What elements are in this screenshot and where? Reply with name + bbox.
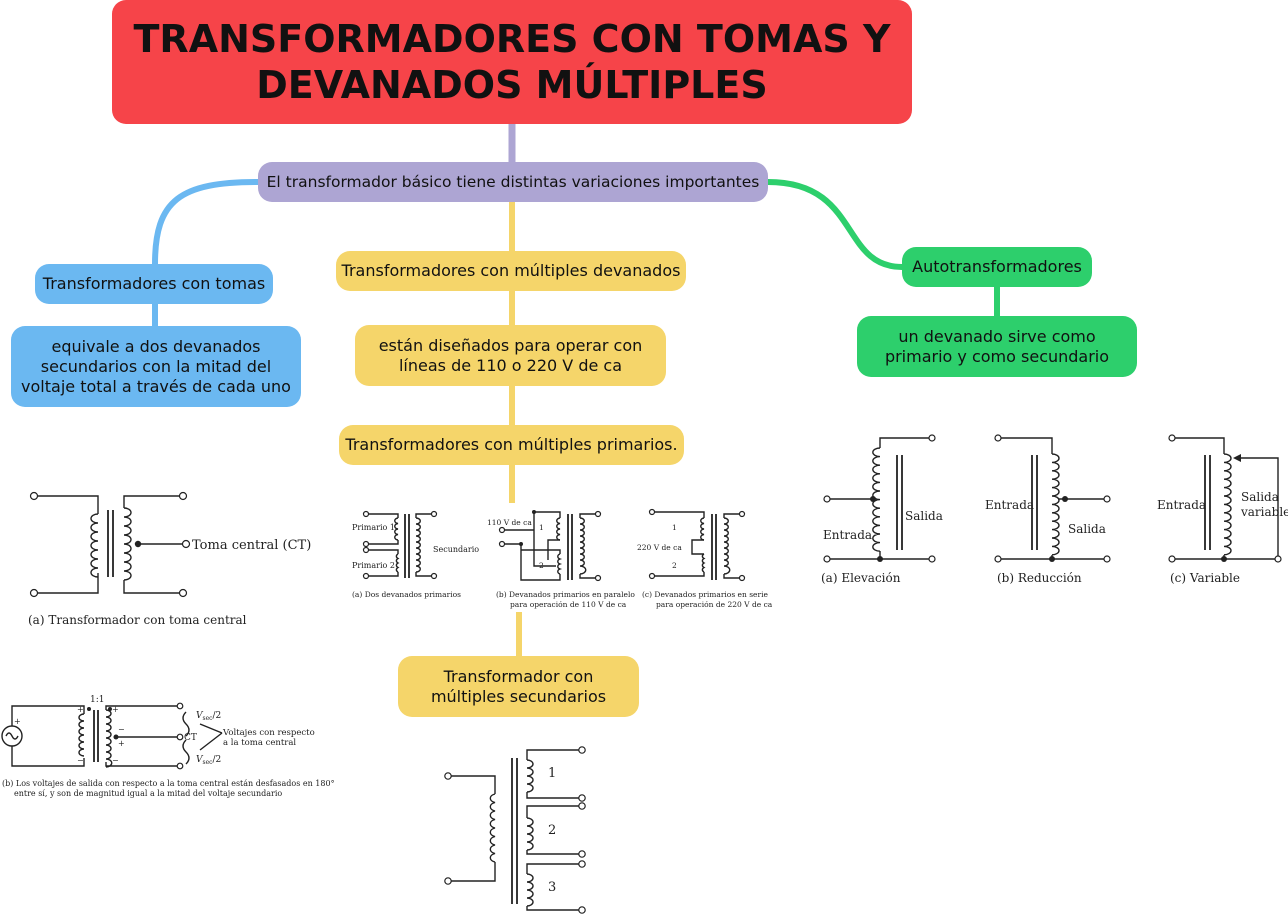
central-topic[interactable]: El transformador básico tiene distintas …: [258, 162, 768, 202]
secundario-label: Secundario: [433, 545, 479, 554]
caption-reduccion: (b) Reducción: [997, 571, 1082, 585]
salida-label-a: Salida: [905, 509, 943, 523]
secondary-1-label: 1: [548, 766, 556, 781]
plus-sign: +: [77, 705, 84, 714]
connector-central-auto: [767, 179, 903, 270]
voltages-caption-2: entre sí, y son de magnitud igual a la m…: [14, 789, 282, 798]
topic-autotransformadores[interactable]: Autotransformadores: [902, 247, 1092, 287]
winding1-label-b: 1: [539, 523, 544, 532]
entrada-label-a: Entrada: [823, 528, 872, 542]
voltages-caption-1: (b) Los voltajes de salida con respecto …: [2, 779, 335, 788]
subtopic-multiples-primarios[interactable]: Transformadores con múltiples primarios.: [339, 425, 684, 465]
step-up-autotransformer: Entrada Salida (a) Elevación: [821, 434, 943, 585]
subtopic-tomas-description[interactable]: equivale a dos devanados secundarios con…: [11, 326, 301, 407]
entrada-label-c: Entrada: [1157, 498, 1206, 512]
minus-sign: −: [77, 756, 84, 765]
v220-label: 220 V de ca: [637, 543, 682, 552]
ratio-label: 1:1: [90, 695, 104, 705]
caption-c-2: para operación de 220 V de ca: [656, 600, 773, 609]
topic-multiples-devanados[interactable]: Transformadores con múltiples devanados: [336, 251, 686, 291]
salida-variable-label-1: Salida: [1241, 490, 1279, 504]
caption-b-1: (b) Devanados primarios en paralelo: [496, 590, 635, 599]
parallel-primaries-diagram: 110 V de ca 1 2 (b) Devanados primarios …: [487, 510, 635, 609]
plus-sign: +: [118, 739, 125, 748]
variable-autotransformer: Entrada Salida variable (c) Variable: [1157, 434, 1288, 585]
secondary-3-label: 3: [548, 880, 556, 895]
main-title: TRANSFORMADORES CON TOMAS Y DEVANADOS MÚ…: [112, 0, 912, 124]
minus-sign: −: [112, 756, 119, 765]
topic-transformadores-con-tomas[interactable]: Transformadores con tomas: [35, 264, 273, 304]
v110-label: 110 V de ca: [487, 518, 532, 527]
autotransformers-figure: Entrada Salida (a) Elevación Entrada Sal…: [821, 434, 1288, 585]
caption-elevacion: (a) Elevación: [821, 571, 901, 585]
multiple-secondaries-figure: 1 2 3: [444, 746, 586, 914]
center-tap-label: Toma central (CT): [192, 538, 311, 553]
vsec-bottom: Vsec/2: [196, 755, 221, 766]
center-tap-transformer-figure: Toma central (CT) (a) Transformador con …: [28, 491, 311, 627]
minus-sign: −: [118, 725, 125, 734]
two-primaries-diagram: Primario 1 Primario 2 Secundario (a) Dos…: [352, 510, 479, 599]
primario1-label: Primario 1: [352, 523, 395, 532]
subtopic-multiples-secundarios[interactable]: Transformador con múltiples secundarios: [398, 656, 639, 717]
center-tap-voltages-figure: 1:1 CT + + + + − − − Vsec/2 Vsec/2 Volta…: [1, 695, 335, 798]
winding1-label-c: 1: [672, 523, 677, 532]
voltages-note-2: a la toma central: [223, 738, 296, 748]
ct-label: CT: [184, 733, 197, 743]
primario2-label: Primario 2: [352, 561, 395, 570]
winding2-label-c: 2: [672, 561, 677, 570]
multiple-primaries-figure: Primario 1 Primario 2 Secundario (a) Dos…: [352, 508, 773, 609]
subtopic-auto-description[interactable]: un devanado sirve como primario y como s…: [857, 316, 1137, 377]
caption-a: (a) Dos devanados primarios: [352, 590, 461, 599]
voltages-note-1: Voltajes con respecto: [222, 728, 315, 738]
winding2-label-b: 2: [539, 561, 544, 570]
plus-sign: +: [14, 717, 21, 726]
subtopic-devanados-description[interactable]: están diseñados para operar con líneas d…: [355, 325, 666, 386]
caption-c-1: (c) Devanados primarios en serie: [642, 590, 768, 599]
plus-sign: +: [112, 705, 119, 714]
salida-label-b: Salida: [1068, 522, 1106, 536]
series-primaries-diagram: 220 V de ca 1 2 (c) Devanados primarios …: [637, 508, 773, 609]
caption-b-2: para operación de 110 V de ca: [510, 600, 627, 609]
entrada-label-b: Entrada: [985, 498, 1034, 512]
step-down-autotransformer: Entrada Salida (b) Reducción: [985, 434, 1111, 585]
vsec-top: Vsec/2: [196, 711, 221, 722]
connector-central-tomas: [152, 179, 259, 265]
secondary-2-label: 2: [548, 823, 556, 838]
center-tap-caption: (a) Transformador con toma central: [28, 613, 247, 627]
salida-variable-label-2: variable: [1240, 505, 1288, 519]
caption-variable: (c) Variable: [1170, 571, 1240, 585]
